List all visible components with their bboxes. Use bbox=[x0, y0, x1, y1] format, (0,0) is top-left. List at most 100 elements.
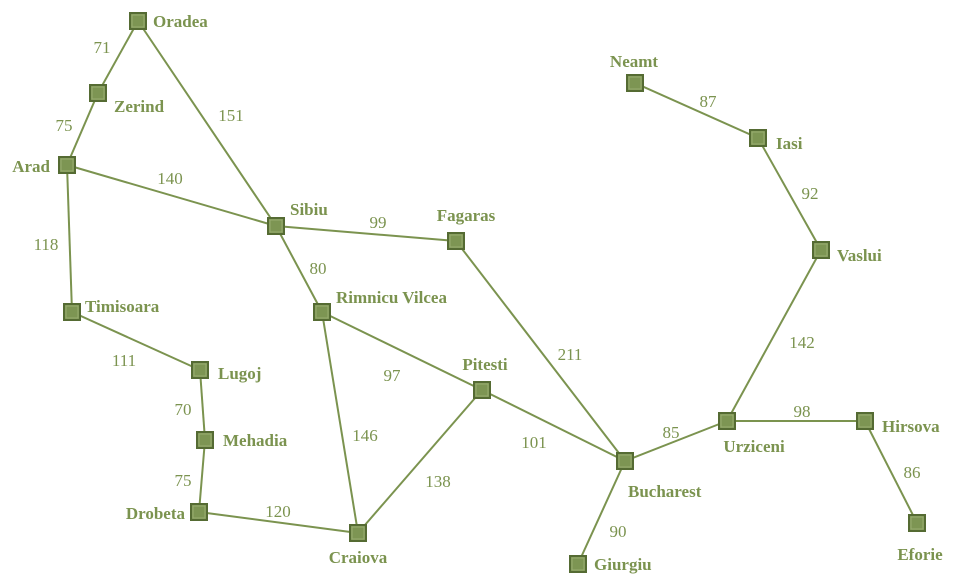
road-oradea-sibiu bbox=[137, 20, 277, 227]
city-label-mehadia: Mehadia bbox=[223, 431, 288, 450]
road-bucharest-giurgiu bbox=[577, 460, 626, 565]
road-urziceni-vaslui bbox=[726, 249, 822, 422]
city-node-highlight-mehadia bbox=[198, 433, 212, 447]
city-node-highlight-lugoj bbox=[193, 363, 207, 377]
city-label-drobeta: Drobeta bbox=[126, 504, 186, 523]
city-node-highlight-drobeta bbox=[192, 505, 206, 519]
city-label-timisoara: Timisoara bbox=[85, 297, 160, 316]
distance-label-arad-sibiu: 140 bbox=[157, 169, 183, 188]
city-label-craiova: Craiova bbox=[329, 548, 388, 567]
distance-label-hirsova-eforie: 86 bbox=[904, 463, 921, 482]
city-label-eforie: Eforie bbox=[897, 545, 943, 564]
city-node-highlight-arad bbox=[60, 158, 74, 172]
city-node-highlight-bucharest bbox=[618, 454, 632, 468]
city-node-highlight-iasi bbox=[751, 131, 765, 145]
distance-label-zerind-arad: 75 bbox=[56, 116, 73, 135]
city-node-lugoj bbox=[191, 361, 209, 379]
city-node-highlight-pitesti bbox=[475, 383, 489, 397]
city-node-highlight-timisoara bbox=[65, 305, 79, 319]
distance-label-bucharest-urziceni: 85 bbox=[663, 423, 680, 442]
road-hirsova-eforie bbox=[864, 420, 918, 524]
city-node-highlight-hirsova bbox=[858, 414, 872, 428]
city-node-iasi bbox=[749, 129, 767, 147]
city-node-highlight-giurgiu bbox=[571, 557, 585, 571]
city-node-arad bbox=[58, 156, 76, 174]
city-node-highlight-neamt bbox=[628, 76, 642, 90]
distance-label-rimnicu-craiova: 146 bbox=[352, 426, 378, 445]
city-label-pitesti: Pitesti bbox=[462, 355, 508, 374]
road-rimnicu-craiova bbox=[321, 311, 359, 534]
distance-label-mehadia-drobeta: 75 bbox=[175, 471, 192, 490]
distance-label-timisoara-lugoj: 111 bbox=[112, 351, 136, 370]
road-oradea-zerind bbox=[97, 20, 139, 94]
distance-label-bucharest-giurgiu: 90 bbox=[610, 522, 627, 541]
city-label-iasi: Iasi bbox=[776, 134, 803, 153]
city-node-fagaras bbox=[447, 232, 465, 250]
road-arad-timisoara bbox=[66, 164, 73, 313]
road-sibiu-fagaras bbox=[275, 225, 457, 242]
city-node-vaslui bbox=[812, 241, 830, 259]
city-node-drobeta bbox=[190, 503, 208, 521]
road-rimnicu-pitesti bbox=[321, 311, 483, 391]
city-label-lugoj: Lugoj bbox=[218, 364, 261, 383]
distance-label-iasi-neamt: 87 bbox=[700, 92, 718, 111]
city-node-eforie bbox=[908, 514, 926, 532]
distance-label-oradea-zerind: 71 bbox=[94, 38, 111, 57]
city-node-zerind bbox=[89, 84, 107, 102]
city-node-highlight-zerind bbox=[91, 86, 105, 100]
city-node-oradea bbox=[129, 12, 147, 30]
city-label-sibiu: Sibiu bbox=[290, 200, 328, 219]
city-node-neamt bbox=[626, 74, 644, 92]
distance-label-craiova-pitesti: 138 bbox=[425, 472, 451, 491]
distance-label-arad-timisoara: 118 bbox=[34, 235, 59, 254]
city-node-highlight-rimnicu bbox=[315, 305, 329, 319]
city-node-highlight-eforie bbox=[910, 516, 924, 530]
city-label-hirsova: Hirsova bbox=[882, 417, 940, 436]
city-node-rimnicu bbox=[313, 303, 331, 321]
city-label-bucharest: Bucharest bbox=[628, 482, 702, 501]
city-node-highlight-oradea bbox=[131, 14, 145, 28]
distance-label-lugoj-mehadia: 70 bbox=[175, 400, 192, 419]
cities-layer bbox=[58, 12, 926, 573]
city-node-hirsova bbox=[856, 412, 874, 430]
city-node-highlight-vaslui bbox=[814, 243, 828, 257]
distance-label-sibiu-fagaras: 99 bbox=[370, 213, 387, 232]
city-node-highlight-fagaras bbox=[449, 234, 463, 248]
roads-layer bbox=[66, 20, 918, 565]
city-node-highlight-sibiu bbox=[269, 219, 283, 233]
city-label-giurgiu: Giurgiu bbox=[594, 555, 652, 574]
city-label-zerind: Zerind bbox=[114, 97, 165, 116]
road-bucharest-urziceni bbox=[624, 420, 728, 462]
distance-label-vaslui-iasi: 92 bbox=[802, 184, 819, 203]
distance-label-urziceni-hirsova: 98 bbox=[794, 402, 811, 421]
road-craiova-pitesti bbox=[357, 389, 483, 534]
city-label-fagaras: Fagaras bbox=[437, 206, 496, 225]
road-zerind-arad bbox=[66, 92, 99, 166]
road-timisoara-lugoj bbox=[71, 311, 201, 371]
city-label-neamt: Neamt bbox=[610, 52, 658, 71]
city-node-pitesti bbox=[473, 381, 491, 399]
city-label-vaslui: Vaslui bbox=[837, 246, 882, 265]
city-label-oradea: Oradea bbox=[153, 12, 208, 31]
city-node-highlight-urziceni bbox=[720, 414, 734, 428]
distance-label-fagaras-bucharest: 211 bbox=[558, 345, 583, 364]
city-node-urziceni bbox=[718, 412, 736, 430]
city-node-craiova bbox=[349, 524, 367, 542]
city-labels-layer: OradeaZerindAradTimisoaraLugojMehadiaDro… bbox=[12, 12, 943, 574]
road-vaslui-iasi bbox=[757, 137, 822, 251]
road-iasi-neamt bbox=[634, 82, 759, 139]
city-node-highlight-craiova bbox=[351, 526, 365, 540]
road-drobeta-craiova bbox=[198, 511, 359, 534]
city-label-rimnicu: Rimnicu Vilcea bbox=[336, 288, 447, 307]
road-fagaras-bucharest bbox=[455, 240, 626, 462]
distances-layer: 7175151140118111707512099809714613810121… bbox=[34, 38, 921, 541]
distance-label-urziceni-vaslui: 142 bbox=[789, 333, 815, 352]
distance-label-pitesti-bucharest: 101 bbox=[521, 433, 547, 452]
road-arad-sibiu bbox=[66, 164, 277, 227]
city-node-sibiu bbox=[267, 217, 285, 235]
city-label-urziceni: Urziceni bbox=[723, 437, 785, 456]
city-label-arad: Arad bbox=[12, 157, 50, 176]
distance-label-rimnicu-pitesti: 97 bbox=[384, 366, 402, 385]
city-node-bucharest bbox=[616, 452, 634, 470]
